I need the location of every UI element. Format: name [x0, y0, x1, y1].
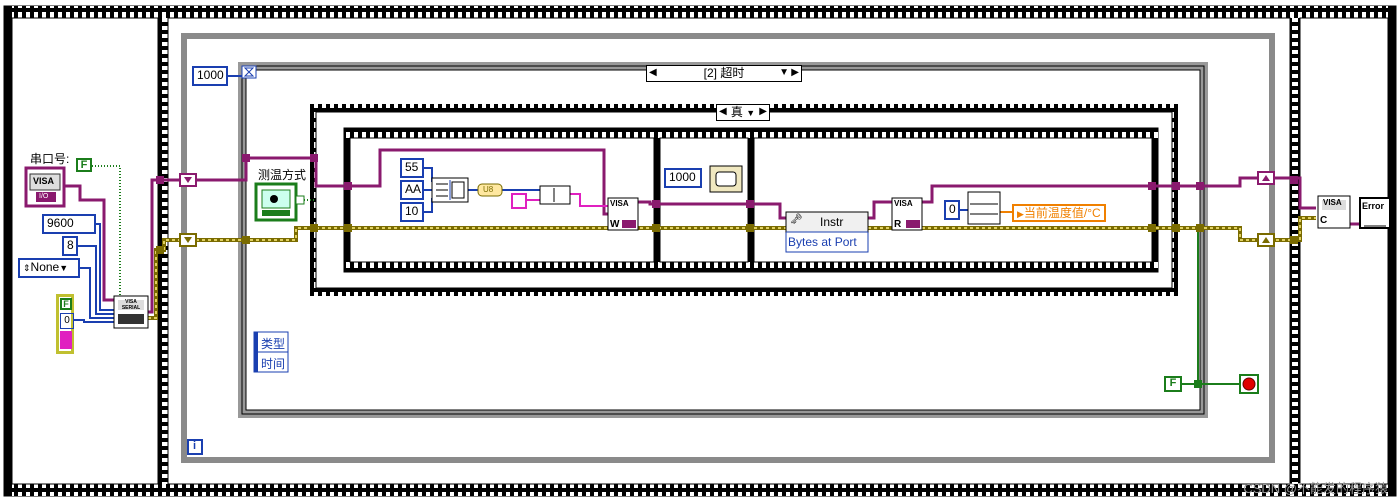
event-case-selector[interactable]: ◀ [2] 超时 ▼ ▶: [646, 65, 802, 82]
visa-read-letter: R: [894, 219, 902, 230]
time-label: 时间: [261, 357, 286, 371]
parity-dropdown-icon: ▼: [59, 263, 69, 273]
while-loop: [181, 33, 1275, 463]
stop-terminal-icon[interactable]: [1239, 374, 1259, 394]
case-next-icon[interactable]: ▶: [759, 106, 767, 117]
event-dropdown-icon[interactable]: ▼: [779, 67, 789, 78]
visa-io-text: I/O: [39, 193, 49, 200]
visa-write-text: VISA: [610, 199, 629, 208]
visa-write-node[interactable]: [607, 197, 639, 231]
parity-enum-constant[interactable]: ⇕None▼: [18, 258, 80, 278]
measure-mode-label: 测温方式: [258, 168, 307, 182]
byte-55-constant[interactable]: 55: [400, 158, 424, 178]
visa-read-node[interactable]: [891, 197, 923, 231]
visa-serial-text: VISA SERIAL: [121, 299, 141, 311]
byte-aa-constant[interactable]: AA: [400, 180, 424, 200]
wait-constant[interactable]: 1000: [664, 168, 702, 188]
stop-false-constant[interactable]: F: [1164, 376, 1182, 392]
to-u8-node[interactable]: [477, 183, 503, 197]
visa-configure-serial-node[interactable]: [113, 295, 149, 329]
instr-label: Instr: [820, 215, 844, 229]
string-conversion-nodes[interactable]: [511, 185, 571, 209]
event-prev-icon[interactable]: ◀: [649, 67, 657, 78]
visa-write-letter: W: [610, 219, 620, 230]
index-array-node[interactable]: [967, 191, 1001, 225]
case-selector[interactable]: ◀ 真 ▼ ▶: [716, 104, 770, 121]
visa-resource-control[interactable]: [24, 166, 66, 208]
index-constant[interactable]: 0: [944, 200, 960, 220]
visa-close-node[interactable]: [1317, 195, 1351, 229]
event-case-label: [2] 超时: [703, 66, 745, 80]
cluster-number: 0: [60, 313, 74, 329]
event-next-icon[interactable]: ▶: [791, 67, 799, 78]
tunnels: [156, 154, 1298, 388]
visa-close-letter: C: [1320, 215, 1328, 226]
error-handler-node[interactable]: [1359, 197, 1391, 229]
visa-read-text: VISA: [894, 199, 913, 208]
visa-resource-text: VISA: [33, 176, 55, 186]
u8-label: U8: [483, 185, 494, 194]
loop-iteration-terminal: [187, 439, 203, 455]
cluster-bool: F: [60, 298, 72, 310]
shift-registers: [179, 171, 1275, 247]
cluster-constant[interactable]: F 0: [56, 294, 74, 354]
case-dropdown-icon[interactable]: ▼: [746, 108, 756, 118]
watermark: CSDN @不能发的程序猿: [1243, 481, 1388, 496]
temperature-indicator: ▶当前温度值/°C: [1012, 204, 1106, 222]
serial-port-label: 串口号:: [30, 152, 70, 166]
bytes-at-port-label: Bytes at Port: [788, 235, 857, 249]
data-bits-constant[interactable]: 8: [62, 236, 78, 256]
parity-value: None: [30, 260, 60, 274]
error-label: Error: [1362, 201, 1385, 211]
indicator-arrow-icon: ▶: [1017, 209, 1024, 219]
property-key-icon: 🗝: [790, 214, 803, 225]
baud-rate-constant[interactable]: 9600: [42, 214, 96, 234]
loop-index-label: i: [193, 440, 197, 452]
wait-ms-node[interactable]: [709, 165, 743, 193]
config-wires: [74, 75, 1240, 385]
timeout-constant[interactable]: 1000: [192, 66, 228, 86]
temperature-label: 当前温度值/°C: [1023, 206, 1101, 220]
property-node[interactable]: [785, 211, 869, 253]
serial-false-constant: F: [76, 158, 92, 172]
parity-arrows-icon: ⇕: [23, 263, 31, 273]
build-array-node[interactable]: [431, 177, 469, 203]
event-data-node: [253, 331, 289, 373]
byte-10-constant[interactable]: 10: [400, 202, 424, 222]
cluster-string: [60, 331, 72, 349]
measure-mode-control[interactable]: [254, 182, 305, 222]
case-selector-label: 真: [730, 105, 743, 119]
case-prev-icon[interactable]: ◀: [719, 106, 727, 117]
visa-close-text: VISA: [1323, 198, 1342, 207]
hourglass-icon: [241, 65, 257, 79]
type-label: 类型: [261, 337, 286, 351]
